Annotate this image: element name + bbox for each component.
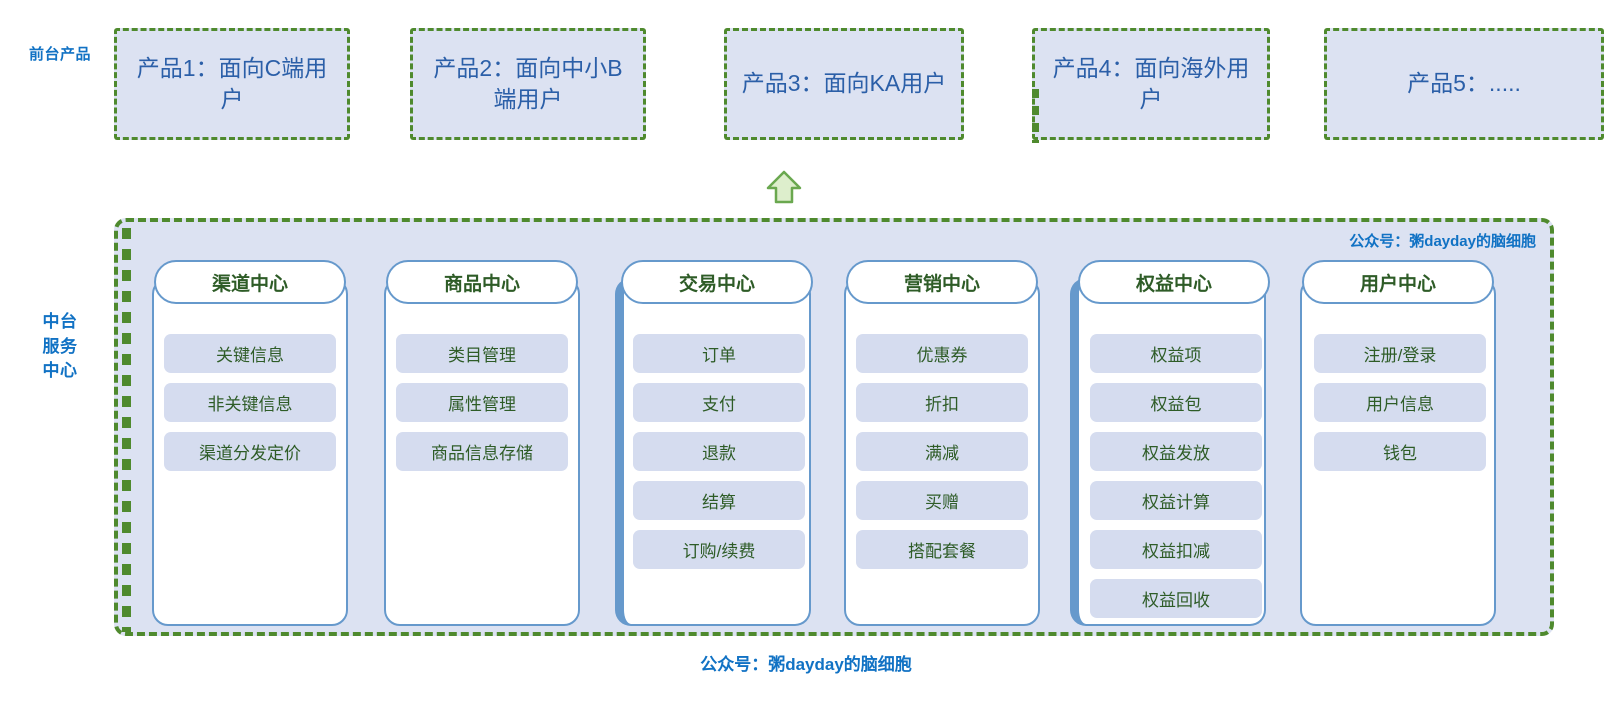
product-box-1-label: 产品1：面向C端用户 [136, 54, 328, 112]
center-item[interactable]: 权益回收 [1090, 579, 1262, 618]
middle-platform-container: 公众号：粥dayday的脑细胞 渠道中心 商品中心 交易中心 营销中心 [114, 218, 1554, 636]
center-item[interactable]: 权益包 [1090, 383, 1262, 422]
center-item[interactable]: 属性管理 [396, 383, 568, 422]
center-header-rights[interactable]: 权益中心 [1078, 260, 1270, 304]
center-item[interactable]: 满减 [856, 432, 1028, 471]
center-item[interactable]: 用户信息 [1314, 383, 1486, 422]
center-item[interactable]: 退款 [633, 432, 805, 471]
up-arrow-icon [766, 170, 802, 204]
center-header-channel[interactable]: 渠道中心 [154, 260, 346, 304]
center-item[interactable]: 结算 [633, 481, 805, 520]
center-item[interactable]: 优惠券 [856, 334, 1028, 373]
center-item[interactable]: 权益发放 [1090, 432, 1262, 471]
service-center-columns: 渠道中心 商品中心 交易中心 营销中心 权益中心 用户中心 关键信息非关键信息渠… [134, 260, 1542, 626]
rail-label-front-products: 前台产品 [28, 46, 91, 63]
center-item[interactable]: 订单 [633, 334, 805, 373]
center-item[interactable]: 渠道分发定价 [164, 432, 336, 471]
rail-label-middle-platform: 中台 服务 中心 [8, 310, 112, 384]
rail-label-middle-line-1: 中台 [42, 312, 78, 331]
center-item[interactable]: 钱包 [1314, 432, 1486, 471]
product-box-3-label: 产品3：面向KA用户 [741, 70, 947, 97]
center-item[interactable]: 支付 [633, 383, 805, 422]
center-items-channel: 关键信息非关键信息渠道分发定价 [164, 334, 336, 481]
center-items-product: 类目管理属性管理商品信息存储 [396, 334, 568, 481]
center-item[interactable]: 非关键信息 [164, 383, 336, 422]
center-header-product[interactable]: 商品中心 [386, 260, 578, 304]
center-header-user[interactable]: 用户中心 [1302, 260, 1494, 304]
center-header-transaction-label: 交易中心 [678, 273, 755, 295]
product-box-5[interactable]: 产品5：..... [1324, 28, 1604, 140]
product-box-5-label: 产品5：..... [1407, 70, 1521, 97]
center-header-marketing[interactable]: 营销中心 [846, 260, 1038, 304]
center-item[interactable]: 订购/续费 [633, 530, 805, 569]
center-item[interactable]: 类目管理 [396, 334, 568, 373]
center-items-transaction: 订单支付退款结算订购/续费 [633, 334, 805, 579]
product-box-4[interactable]: 产品4：面向海外用户 [1032, 28, 1270, 143]
center-header-channel-label: 渠道中心 [211, 273, 288, 295]
platform-watermark: 公众号：粥dayday的脑细胞 [1349, 233, 1536, 250]
center-item[interactable]: 权益项 [1090, 334, 1262, 373]
platform-left-edge-accent [122, 228, 131, 632]
center-items-marketing: 优惠券折扣满减买赠搭配套餐 [856, 334, 1028, 579]
product-box-3[interactable]: 产品3：面向KA用户 [724, 28, 964, 140]
product-box-2-label: 产品2：面向中小B端用户 [433, 54, 623, 112]
center-item[interactable]: 买赠 [856, 481, 1028, 520]
product-box-4-edge-accent [1032, 89, 1039, 143]
center-item[interactable]: 关键信息 [164, 334, 336, 373]
rail-label-middle-line-2: 服务 [42, 336, 78, 356]
rail-label-middle-line-3: 中心 [42, 361, 78, 381]
center-item[interactable]: 注册/登录 [1314, 334, 1486, 373]
front-product-row: 产品1：面向C端用户 产品2：面向中小B端用户 产品3：面向KA用户 产品4：面… [114, 28, 1604, 143]
product-box-4-label: 产品4：面向海外用户 [1052, 54, 1250, 112]
center-item[interactable]: 权益扣减 [1090, 530, 1262, 569]
center-header-marketing-label: 营销中心 [903, 273, 980, 295]
center-items-rights: 权益项权益包权益发放权益计算权益扣减权益回收 [1090, 334, 1262, 628]
footer-watermark: 公众号：粥dayday的脑细胞 [700, 655, 912, 674]
product-box-2[interactable]: 产品2：面向中小B端用户 [410, 28, 646, 140]
center-item[interactable]: 搭配套餐 [856, 530, 1028, 569]
center-header-product-label: 商品中心 [443, 273, 520, 295]
center-item[interactable]: 商品信息存储 [396, 432, 568, 471]
center-items-user: 注册/登录用户信息钱包 [1314, 334, 1486, 481]
center-header-transaction[interactable]: 交易中心 [621, 260, 813, 304]
product-box-1[interactable]: 产品1：面向C端用户 [114, 28, 350, 140]
center-header-rights-label: 权益中心 [1135, 273, 1212, 295]
center-item[interactable]: 折扣 [856, 383, 1028, 422]
center-item[interactable]: 权益计算 [1090, 481, 1262, 520]
center-header-user-label: 用户中心 [1359, 273, 1436, 295]
